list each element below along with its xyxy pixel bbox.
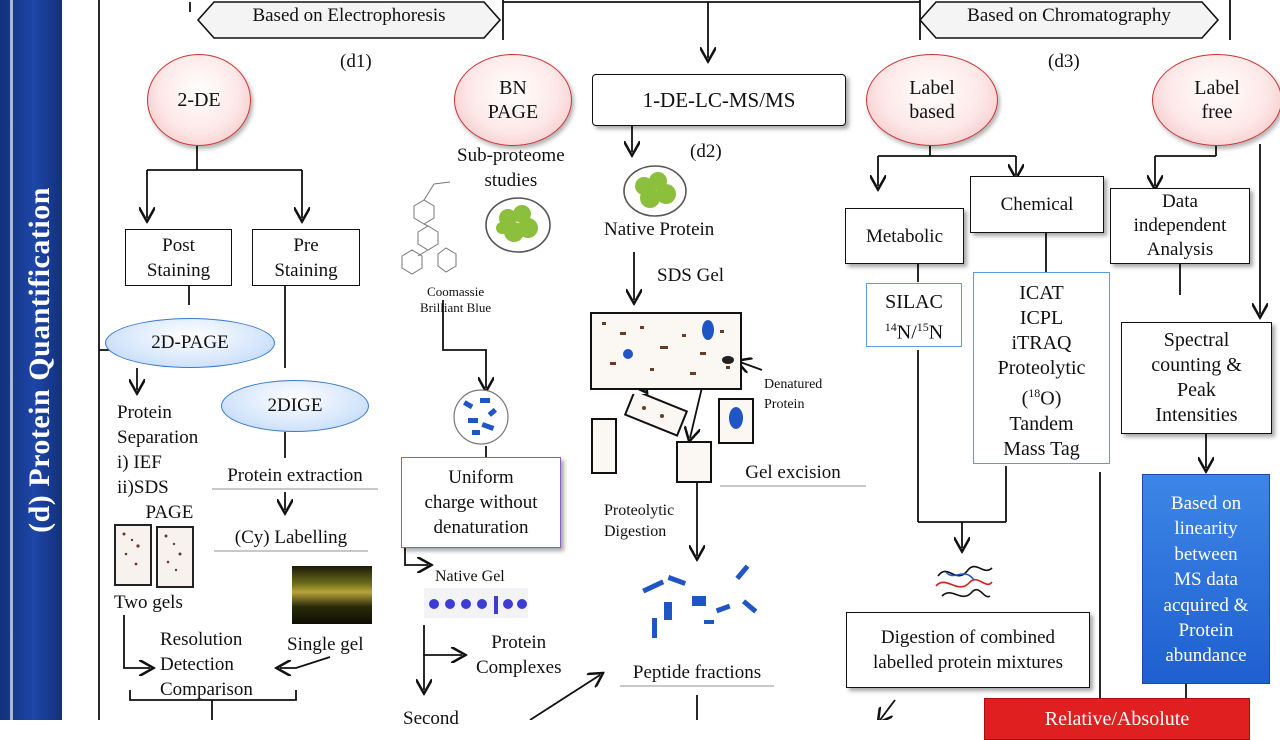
relative-absolute-box: Relative/Absolute (984, 698, 1250, 740)
native-gel-bands-icon (424, 588, 528, 618)
native-protein-icon (623, 165, 687, 217)
2dige-label: 2DIGE (267, 395, 323, 416)
2dige-ellipse: 2DIGE (221, 380, 369, 432)
connector-lines (98, 0, 1280, 720)
silac-nitrogen: 14N/15N (867, 315, 961, 346)
native-protein-label: Native Protein (604, 219, 715, 240)
label-free-label: Label free (1194, 77, 1240, 123)
protein-extraction-label: Protein extraction (212, 463, 378, 490)
data-independent-box: Data independent Analysis (1110, 188, 1250, 264)
1de-lc-ms-box: 1-DE-LC-MS/MS (592, 74, 846, 126)
chemical-box: Chemical (970, 176, 1104, 233)
sub-proteome-text: Sub-proteome studies (457, 145, 565, 191)
panel-label-d3: (d3) (1048, 51, 1080, 72)
gel-spots-icon (122, 532, 182, 572)
2d-page-label: 2D-PAGE (151, 332, 229, 353)
ellipse-label-based: Label based (866, 54, 998, 146)
ellipse-2de: 2-DE (147, 54, 251, 146)
electrophoresis-header: Based on Electrophoresis (252, 5, 446, 26)
denatured-protein-label: Denatured Protein (764, 377, 823, 412)
bn-page-label: BN PAGE (487, 77, 539, 123)
chromatography-arrow (918, 1, 1220, 39)
labelled-protein-mixture-icon (935, 565, 993, 598)
digestion-combined-box: Digestion of combined labelled protein m… (846, 612, 1090, 688)
chromatography-header: Based on Chromatography (967, 5, 1171, 26)
silac-n-mid: N/ (896, 321, 917, 344)
two-gels-label: Two gels (114, 592, 183, 613)
gel-slice-4-spot (729, 407, 743, 429)
protein-separation-text: Protein Separation i) IEF ii)SDS PAGE (117, 402, 199, 523)
icat-line-2: ICPL (1019, 307, 1064, 329)
ellipse-bn-page: BN PAGE (454, 54, 572, 146)
o18-sup: 18 (1028, 386, 1041, 400)
gel-slice-2 (591, 418, 617, 474)
sds-gel-image (590, 312, 742, 390)
tandem-label: Tandem Mass Tag (1003, 412, 1080, 460)
o18-line: (18O) (974, 381, 1109, 412)
sidebar-strip (10, 0, 13, 720)
native-gel-label: Native Gel (435, 568, 505, 585)
icat-box: ICAT ICPL iTRAQ Proteolytic (18O) Tandem… (973, 272, 1110, 464)
single-gel-label: Single gel (287, 634, 364, 655)
gel-excision-label: Gel excision (720, 460, 866, 487)
cy-labelling-label: (Cy) Labelling (214, 525, 368, 552)
second-label: Second (403, 708, 459, 729)
label-based-label: Label based (909, 77, 955, 123)
resolution-text: Resolution Detection Comparison (160, 629, 253, 700)
2d-page-ellipse: 2D-PAGE (105, 318, 275, 368)
silac-box: SILAC 14N/15N (866, 283, 962, 347)
linearity-box: Based on linearity between MS data acqui… (1142, 474, 1270, 684)
gel-slice-3 (676, 441, 712, 483)
silac-n14: 14 (884, 320, 897, 334)
sds-gel-label: SDS Gel (657, 265, 725, 286)
panel-label-d1: (d1) (340, 51, 372, 72)
electrophoresis-arrow (196, 1, 502, 39)
blue-protein-icon (453, 389, 509, 445)
spectral-box: Spectral counting & Peak Intensities (1121, 322, 1272, 434)
gel-image-2 (156, 526, 194, 588)
gel-image-1 (114, 524, 152, 586)
protein-complexes-text: Protein Complexes (476, 632, 562, 678)
silac-n15: 15 (916, 320, 929, 334)
peptide-fragments-icon (642, 564, 758, 638)
coomassie-label: Coomassie Brilliant Blue (420, 284, 492, 315)
silac-n-end: N (928, 321, 944, 344)
icat-line-1: ICAT (1019, 282, 1064, 304)
protein-blob-icon (485, 197, 551, 253)
pre-staining-box: Pre Staining (252, 229, 360, 286)
post-staining-box: Post Staining (125, 229, 232, 286)
o18-close: O) (1040, 387, 1062, 410)
icat-line-4: Proteolytic (997, 357, 1086, 379)
o18-open: ( (1021, 387, 1029, 410)
gel-slice-1 (623, 394, 689, 437)
proteolytic-digestion-label: Proteolytic Digestion (604, 502, 675, 540)
metabolic-box: Metabolic (845, 208, 964, 264)
ellipse-2de-label: 2-DE (177, 89, 221, 111)
panel-label-d2: (d2) (690, 141, 722, 162)
single-gel-image (292, 566, 372, 624)
coomassie-structure-icon (401, 181, 457, 275)
silac-label: SILAC (885, 291, 943, 313)
uniform-charge-box: Uniform charge without denaturation (401, 457, 561, 548)
icat-line-3: iTRAQ (1011, 332, 1072, 354)
ellipse-label-free: Label free (1152, 54, 1280, 146)
peptide-fractions-label: Peptide fractions (620, 660, 774, 687)
